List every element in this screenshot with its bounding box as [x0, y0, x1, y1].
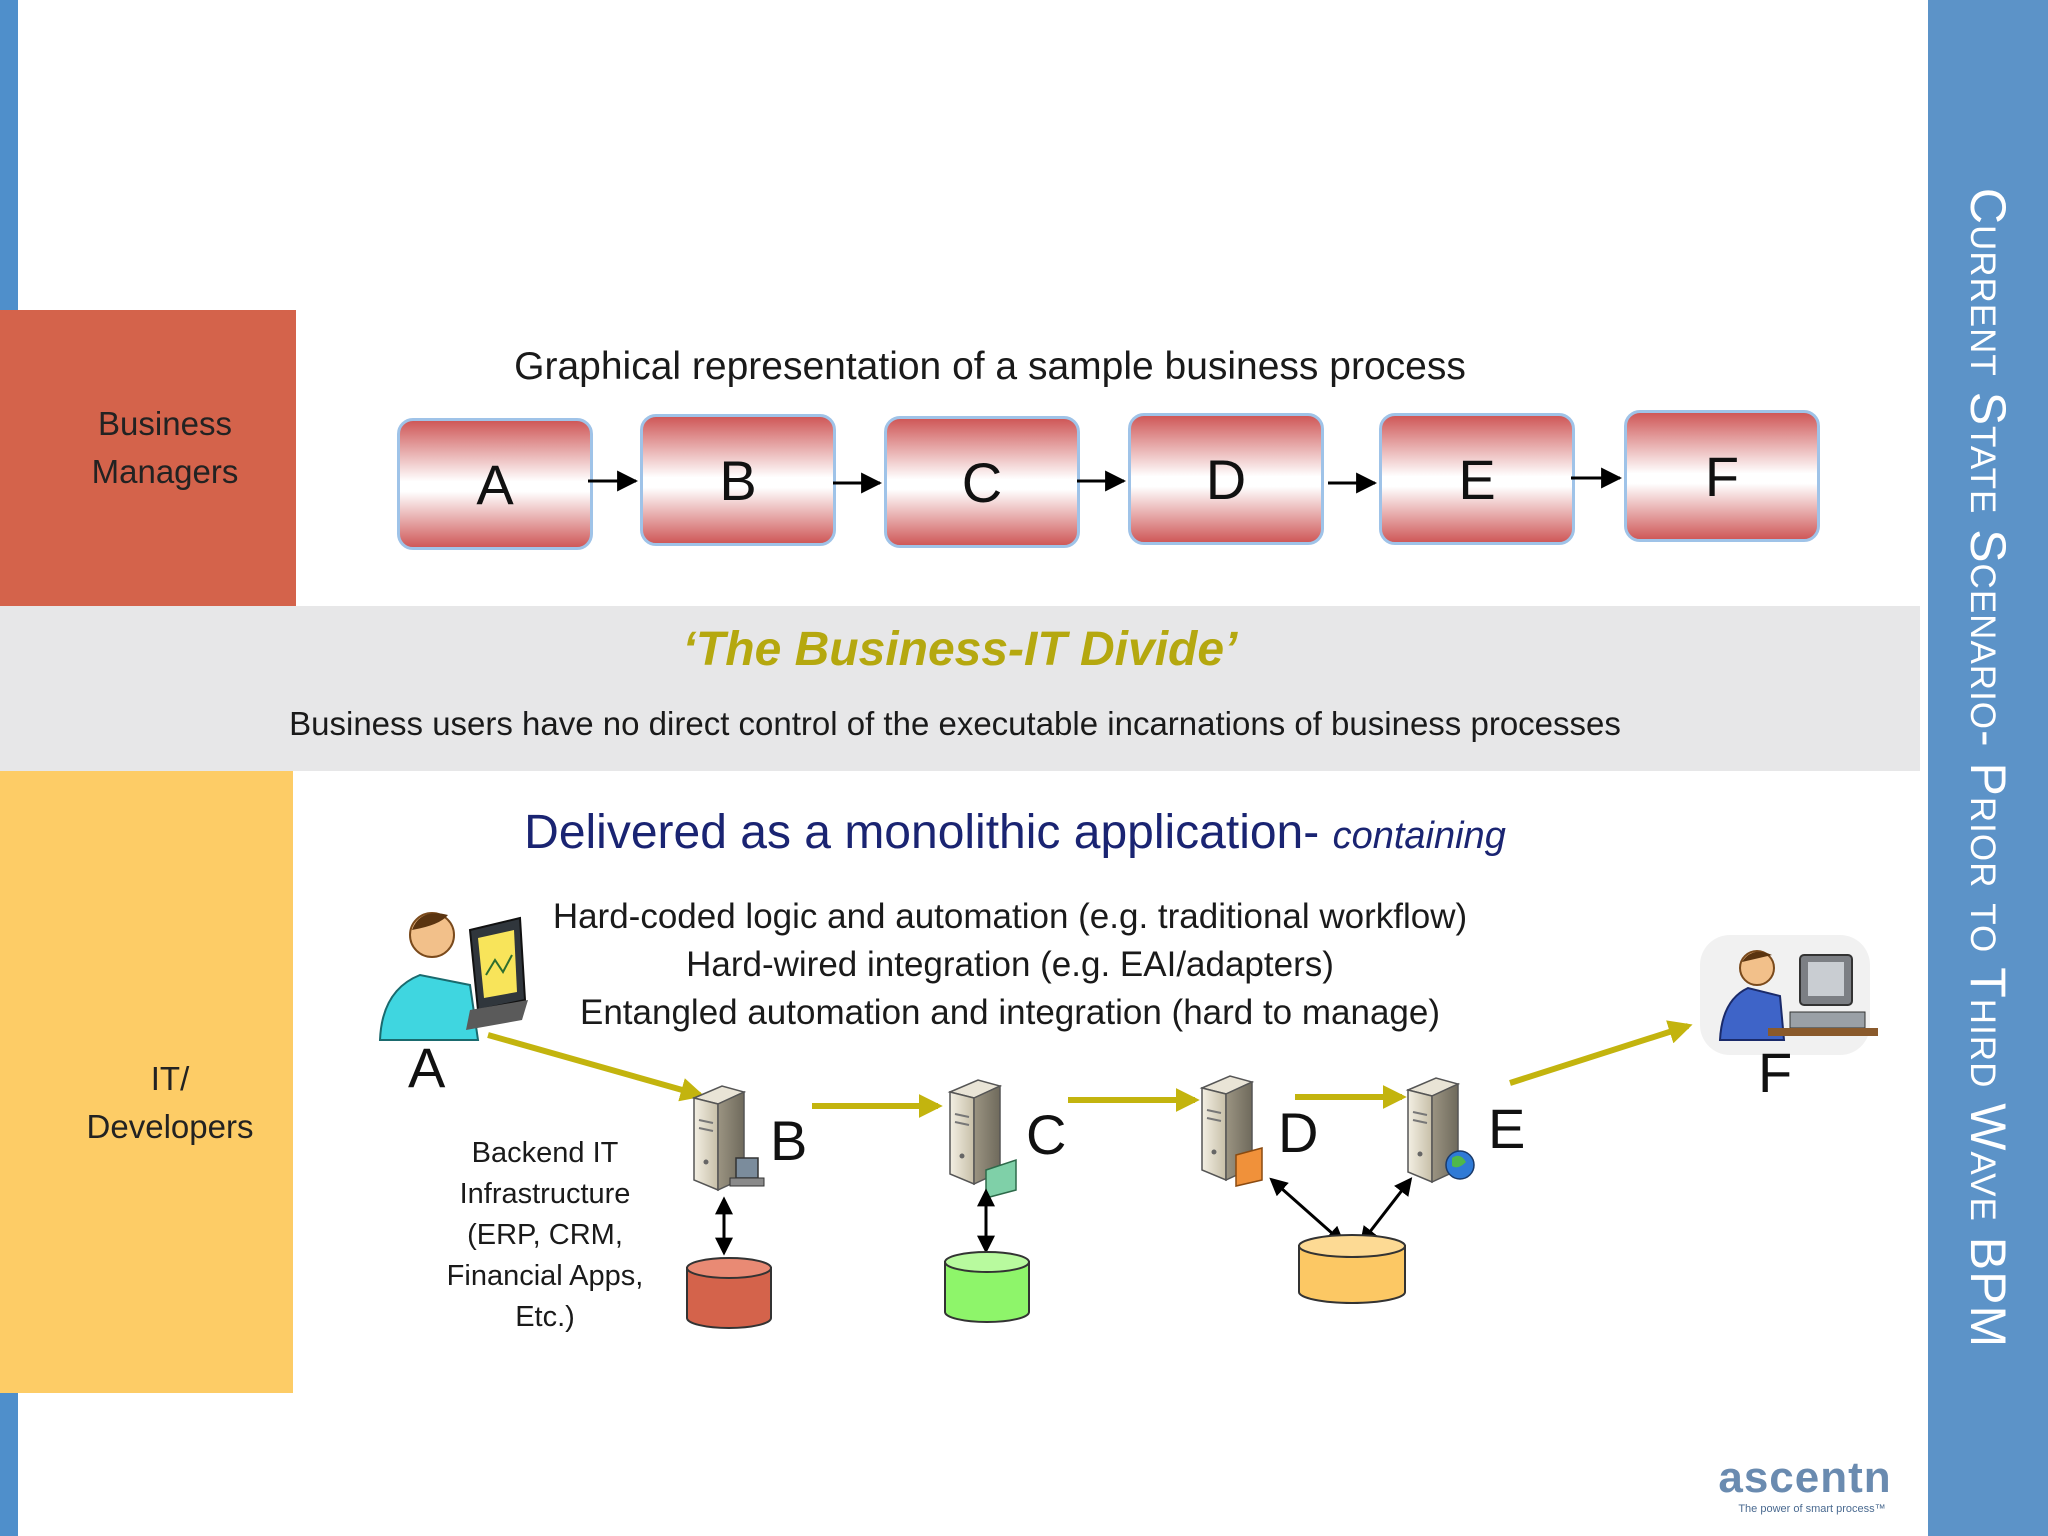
- link-e-db: [1359, 1177, 1413, 1245]
- backend-label-line5: Etc.): [515, 1301, 575, 1333]
- node-label-b: B: [770, 1109, 808, 1172]
- ascentn-logo: ascentn The power of smart process™: [1718, 1453, 1891, 1515]
- monolithic-title: Delivered as a monolithic application- c…: [390, 805, 1640, 860]
- backend-infrastructure-label: Backend IT Infrastructure (ERP, CRM, Fin…: [420, 1133, 670, 1338]
- business-it-divide-band: [0, 606, 1920, 771]
- business-lane-label-line2: Managers: [91, 453, 239, 490]
- backend-label-line1: Backend IT: [471, 1137, 619, 1169]
- business-lane-label-line1: Business: [98, 405, 232, 442]
- process-title: Graphical representation of a sample bus…: [514, 345, 1466, 388]
- it-lane-label-line2: Developers: [86, 1108, 254, 1145]
- user-f-icon: [1700, 935, 1878, 1055]
- flow-a-to-b: [487, 1032, 705, 1102]
- database-c-icon: [944, 1251, 1030, 1323]
- it-lane-label: IT/ Developers: [20, 1055, 320, 1151]
- monolithic-title-emphasis: containing: [1332, 815, 1506, 857]
- business-lane: [0, 310, 296, 606]
- database-de-icon: [1298, 1234, 1406, 1304]
- it-lane-label-line1: IT/: [150, 1060, 190, 1097]
- node-label-f: F: [1758, 1041, 1793, 1104]
- flow-e-to-f: [1509, 1020, 1693, 1086]
- database-b-icon: [686, 1257, 772, 1329]
- process-step-b: B: [640, 414, 836, 546]
- server-c-icon: [947, 1079, 1017, 1199]
- process-step-a: A: [397, 418, 593, 550]
- node-label-a: A: [408, 1036, 446, 1099]
- backend-label-line2: Infrastructure: [459, 1178, 631, 1210]
- node-label-e: E: [1488, 1097, 1526, 1160]
- side-title-bar: [1928, 0, 2048, 1536]
- process-step-e: E: [1379, 413, 1575, 545]
- process-step-f: F: [1624, 410, 1820, 542]
- divide-subtitle: Business users have no direct control of…: [289, 705, 1621, 742]
- svg-text:The power of smart process™: The power of smart process™: [1738, 1503, 1885, 1515]
- divide-title: ‘The Business-IT Divide’: [682, 623, 1238, 676]
- monolithic-title-main: Delivered as a monolithic application-: [524, 806, 1320, 859]
- server-e-icon: [1405, 1077, 1475, 1184]
- node-label-d: D: [1278, 1101, 1319, 1164]
- monolithic-point-2: Hard-wired integration (e.g. EAI/adapter…: [686, 945, 1334, 984]
- it-lane: [0, 771, 293, 1393]
- user-a-icon: [378, 910, 528, 1041]
- link-d-db: [1269, 1177, 1345, 1245]
- server-b-icon: [691, 1085, 765, 1192]
- process-step-d: D: [1128, 413, 1324, 545]
- monolithic-point-1: Hard-coded logic and automation (e.g. tr…: [552, 897, 1468, 936]
- backend-label-line3: (ERP, CRM,: [467, 1219, 623, 1251]
- monolithic-point-3: Entangled automation and integration (ha…: [579, 993, 1441, 1032]
- backend-label-line4: Financial Apps,: [446, 1260, 644, 1292]
- business-lane-label: Business Managers: [20, 400, 310, 496]
- node-label-c: C: [1026, 1103, 1067, 1166]
- svg-text:ascentn: ascentn: [1718, 1453, 1891, 1502]
- server-d-icon: [1199, 1075, 1263, 1187]
